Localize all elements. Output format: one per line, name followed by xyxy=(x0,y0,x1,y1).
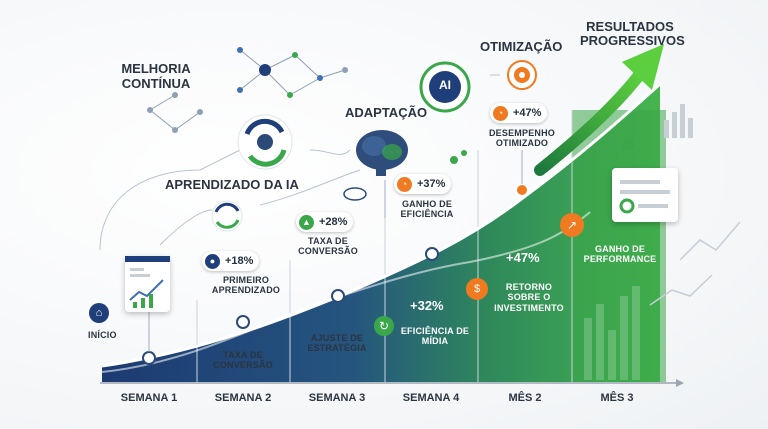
performance-icon: ↗ xyxy=(560,213,584,237)
pct-eficiencia-midia: +32% xyxy=(410,298,444,313)
speedometer-icon: ◔ xyxy=(397,176,412,192)
network-nodes xyxy=(147,47,348,133)
small-gears-icon xyxy=(450,150,467,164)
page-title: RESULTADOS PROGRESSIVOS xyxy=(580,19,685,49)
pill-desempenho-value: +47% xyxy=(513,107,542,119)
axis-label-semana-2: SEMANA 2 xyxy=(214,392,272,404)
report-card-graphic xyxy=(619,180,670,214)
dashboard-screen-card xyxy=(125,256,170,312)
dashboard-screen-graphic xyxy=(125,256,170,308)
stage-learning-label: APRENDIZADO DA IA xyxy=(165,177,299,192)
cycle-icon xyxy=(237,114,293,170)
milestone-primeiro-label: PRIMEIRO APRENDIZADO xyxy=(211,275,281,296)
column-dividers xyxy=(196,110,573,382)
pct-retorno: +47% xyxy=(506,250,540,265)
refresh-icon: ↻ xyxy=(374,316,394,336)
stage-adaptation-label: ADAPTAÇÃO xyxy=(345,105,428,120)
x-axis-arrow xyxy=(676,379,684,387)
milestone-inicio: INÍCIO xyxy=(88,330,117,340)
chart-small-icon: ▲ xyxy=(299,214,314,230)
ai-badge-text: AI xyxy=(439,78,451,92)
ai-chip-icon xyxy=(419,61,471,113)
result-panel xyxy=(572,110,666,382)
pill-ganho-eficiencia-value: +37% xyxy=(417,178,446,190)
background-bars xyxy=(584,286,640,380)
milestone-taxa-top-label: TAXA DE CONVERSÃO xyxy=(298,236,358,257)
axis-label-semana-3: SEMANA 3 xyxy=(308,392,366,404)
cloud-icon xyxy=(343,187,367,201)
small-cycle-icon xyxy=(211,200,243,232)
gauge-icon: ◔ xyxy=(493,105,508,121)
gear-icon xyxy=(507,60,537,90)
milestone-ajuste: AJUSTE DE ESTRATÉGIA xyxy=(307,333,367,354)
report-card xyxy=(612,168,678,222)
milestone-ganho-performance: GANHO DE PERFORMANCE xyxy=(583,244,657,265)
connector-lines xyxy=(99,74,500,251)
stage-optimization-label: OTIMIZAÇÃO xyxy=(480,39,563,54)
axis-label-mes-2: MÊS 2 xyxy=(508,392,542,404)
brain-small-icon: ● xyxy=(205,253,220,269)
growth-area xyxy=(102,84,660,382)
axis-label-semana-4: SEMANA 4 xyxy=(402,392,460,404)
milestone-retorno-label: RETORNO SOBRE O INVESTIMENTO xyxy=(494,282,564,313)
pill-primeiro: ● +18% xyxy=(202,251,260,271)
brain-icon xyxy=(356,130,408,176)
lower-curve xyxy=(101,211,591,373)
milestone-taxa-bottom: TAXA DE CONVERSÃO xyxy=(213,350,273,371)
mini-line-chart xyxy=(649,221,741,306)
pill-ganho-eficiencia: ◔ +37% xyxy=(394,174,452,194)
axis-label-semana-1: SEMANA 1 xyxy=(120,392,178,404)
mini-bar-chart xyxy=(664,104,693,138)
milestone-desempenho-label: DESEMPENHO OTIMIZADO xyxy=(488,128,555,149)
curve-marker-orange xyxy=(515,183,529,197)
milestone-eficiencia-midia-label: EFICIÊNCIA DE MÍDIA xyxy=(400,326,470,347)
curve-markers xyxy=(142,247,439,365)
pill-primeiro-value: +18% xyxy=(225,255,254,267)
heading-melhoria: MELHORIA CONTÍNUA xyxy=(121,61,191,91)
axis-label-mes-3: MÊS 3 xyxy=(600,392,634,404)
pill-taxa: ▲ +28% xyxy=(296,212,354,232)
pill-taxa-value: +28% xyxy=(319,216,348,228)
pill-desempenho: ◔ +47% xyxy=(490,103,548,123)
growth-arrow-head xyxy=(622,44,664,90)
milestone-ganho-eficiencia-label: GANHO DE EFICIÊNCIA xyxy=(400,199,454,220)
home-icon: ⌂ xyxy=(89,303,109,323)
growth-arrow xyxy=(534,68,646,176)
green-gears-icon xyxy=(609,139,634,163)
roi-icon: $ xyxy=(466,278,488,300)
